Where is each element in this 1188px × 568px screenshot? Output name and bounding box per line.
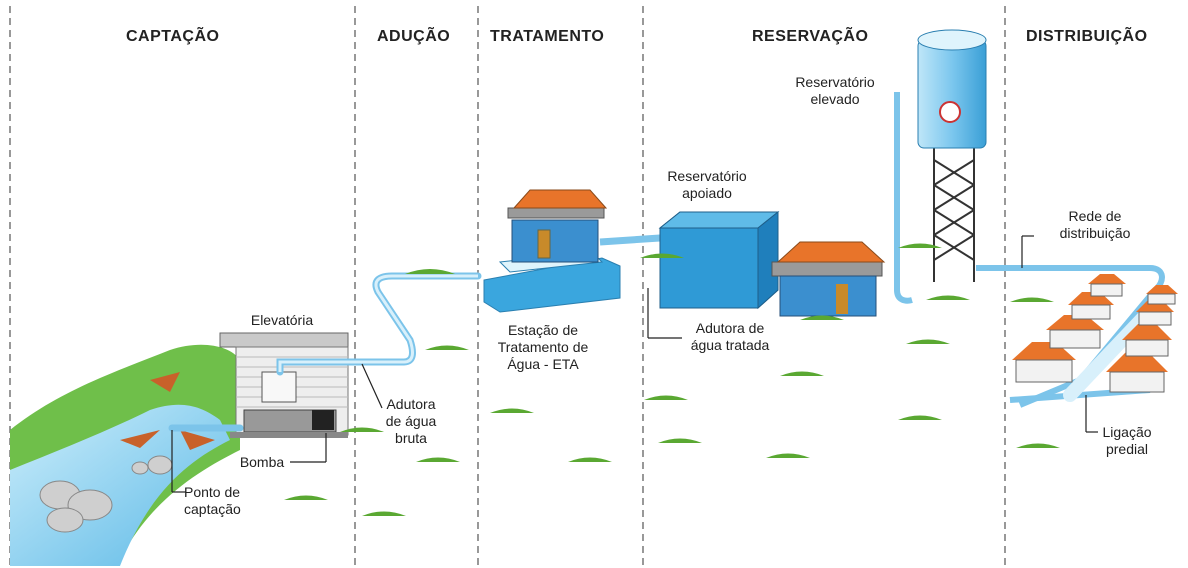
treatment-plant xyxy=(483,189,621,313)
label-eta-line2: Tratamento de xyxy=(497,339,589,355)
river xyxy=(10,344,240,566)
label-adutora-bruta-line2: de água xyxy=(385,413,437,429)
label-eta-line1: Estação de xyxy=(507,322,579,338)
label-adutora-tratada: Adutora de água tratada xyxy=(682,320,778,354)
label-eta-line3: Água - ETA xyxy=(507,356,579,372)
label-ponto-captacao-line2: captação xyxy=(184,501,241,517)
label-reservatorio-apoiado: Reservatório apoiado xyxy=(660,168,754,202)
stage-aducao: ADUÇÃO xyxy=(377,28,451,45)
label-ligacao-predial: Ligação predial xyxy=(1092,424,1162,458)
label-adutora-bruta-line3: bruta xyxy=(395,430,427,446)
label-ponto-captacao: Ponto de captação xyxy=(184,484,272,518)
label-elevatoria-text: Elevatória xyxy=(250,312,314,328)
elevated-tank xyxy=(894,29,987,304)
ground-reservoir xyxy=(658,210,780,310)
label-rede-line2: distribuição xyxy=(1059,225,1131,241)
stage-dividers xyxy=(9,6,1006,566)
label-bomba: Bomba xyxy=(232,454,292,471)
label-adutora-bruta: Adutora de água bruta xyxy=(374,396,448,447)
label-adutora-bruta-line1: Adutora xyxy=(386,396,436,412)
label-reservatorio-elevado-line1: Reservatório xyxy=(795,74,875,90)
label-adutora-tratada-line2: água tratada xyxy=(690,337,770,353)
label-ligacao-line1: Ligação xyxy=(1102,424,1152,440)
label-bomba-text: Bomba xyxy=(239,454,285,470)
stage-reservacao: RESERVAÇÃO xyxy=(752,28,869,45)
label-eta: Estação de Tratamento de Água - ETA xyxy=(488,322,598,373)
stage-tratamento: TRATAMENTO xyxy=(490,28,605,45)
label-ponto-captacao-line1: Ponto de xyxy=(184,484,241,500)
label-reservatorio-apoiado-line1: Reservatório xyxy=(667,168,747,184)
stage-distribuicao: DISTRIBUIÇÃO xyxy=(1026,28,1148,45)
label-ligacao-line2: predial xyxy=(1105,441,1149,457)
label-elevatoria: Elevatória xyxy=(232,312,332,329)
treated-water-pipe xyxy=(599,234,661,246)
label-rede-distribuicao: Rede de distribuição xyxy=(1040,208,1150,242)
pump-station xyxy=(219,332,349,438)
stage-captacao: CAPTAÇÃO xyxy=(126,28,220,45)
leader-lines xyxy=(171,235,1098,493)
grass-tufts xyxy=(284,243,1060,516)
houses xyxy=(1012,274,1178,393)
label-reservatorio-elevado-line2: elevado xyxy=(810,91,860,107)
label-reservatorio-apoiado-line2: apoiado xyxy=(682,185,732,201)
label-rede-line1: Rede de xyxy=(1068,208,1122,224)
label-adutora-tratada-line1: Adutora de xyxy=(695,320,765,336)
booster-house xyxy=(771,241,886,317)
label-reservatorio-elevado: Reservatório elevado xyxy=(788,74,882,108)
